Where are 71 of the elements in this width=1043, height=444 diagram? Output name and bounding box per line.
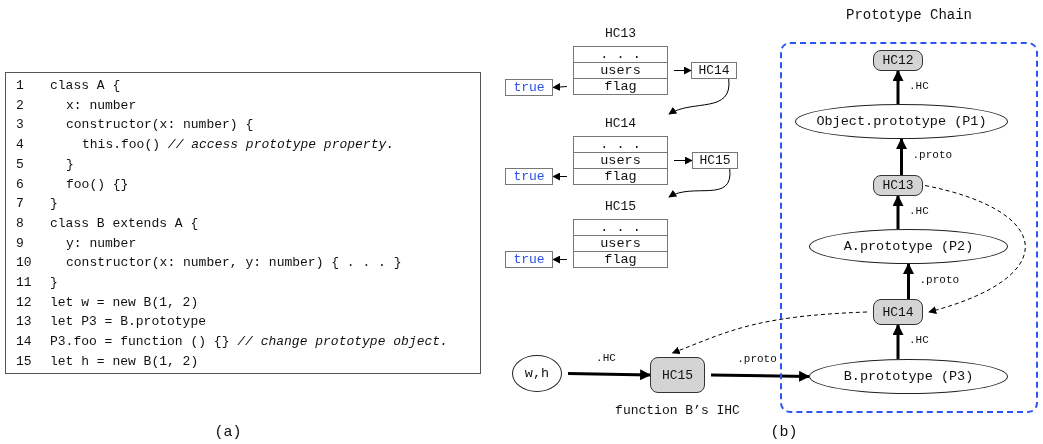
hidden-class-node: HC14: [873, 299, 923, 325]
record-heading: HC15: [603, 199, 638, 215]
code-line: constructor(x: number) {: [66, 116, 254, 135]
line-number: 3: [16, 116, 24, 135]
code-line: x: number: [66, 96, 137, 115]
reference-box: HC15: [692, 152, 738, 169]
line-number: 2: [16, 96, 24, 115]
code-line: let P3 = B.prototype: [50, 313, 207, 332]
record-heading: HC14: [603, 116, 638, 132]
arrow: [710, 370, 811, 382]
object-ellipse: Object.prototype (P1): [795, 104, 1008, 139]
hidden-class-node: HC12: [873, 50, 923, 71]
panel-label: (b): [770, 424, 798, 442]
code-line: foo() {}: [66, 175, 129, 194]
code-line: constructor(x: number, y: number) { . . . }: [66, 254, 402, 273]
arrow: [552, 83, 568, 91]
arrow: [552, 172, 568, 181]
object-ellipse: w,h: [512, 355, 562, 392]
line-number: 9: [16, 234, 24, 253]
arrow: [668, 78, 730, 115]
value-box: true: [505, 251, 553, 268]
code-line: class B extends A {: [50, 214, 199, 233]
arrow: [668, 168, 731, 198]
record-field: flag: [573, 78, 668, 95]
arrow: [903, 262, 914, 299]
value-box: true: [505, 168, 553, 185]
line-number: 8: [16, 214, 24, 233]
reference-box: HC14: [691, 62, 737, 79]
arrow: [673, 156, 693, 165]
line-number: 11: [16, 274, 32, 292]
code-line: }: [66, 155, 74, 174]
arrow: [552, 255, 568, 264]
dashed-arrow: [671, 311, 868, 355]
code-line: }: [50, 195, 58, 214]
arrow: [567, 369, 652, 381]
code-line: }: [50, 274, 58, 292]
line-number: 15: [16, 352, 32, 371]
arrow: [896, 137, 907, 175]
line-number: 4: [16, 136, 24, 155]
code-line: this.foo() // access prototype property.: [82, 136, 395, 155]
object-ellipse: A.prototype (P2): [809, 229, 1008, 264]
line-number: 5: [16, 155, 24, 174]
arrow: [892, 69, 904, 104]
code-listing-panel: [5, 72, 481, 374]
arrow: [892, 194, 904, 229]
object-ellipse: B.prototype (P3): [809, 359, 1008, 394]
line-number: 14: [16, 333, 32, 352]
panel-label: (a): [214, 424, 242, 442]
hidden-class-node: HC15: [650, 357, 705, 393]
code-line: P3.foo = function () {} // change prototype object.: [50, 333, 448, 352]
record-heading: HC13: [603, 26, 638, 42]
line-number: 10: [16, 254, 32, 273]
line-number: 1: [16, 77, 24, 95]
dashed-arrow: [924, 185, 1026, 314]
line-number: 13: [16, 313, 32, 332]
code-line: let h = new B(1, 2): [50, 352, 199, 371]
arrow: [673, 66, 692, 75]
code-line: y: number: [66, 234, 137, 253]
record-field: flag: [573, 251, 668, 268]
node-caption: function B’s IHC: [615, 403, 740, 419]
line-number: 7: [16, 195, 24, 214]
edge-label: .proto: [736, 353, 778, 366]
code-line: class A {: [50, 77, 121, 95]
line-number: 6: [16, 175, 24, 194]
line-number: 12: [16, 293, 32, 312]
hidden-class-node: HC13: [873, 175, 923, 196]
arrow: [892, 323, 904, 359]
code-line: let w = new B(1, 2): [50, 293, 199, 312]
record-field: flag: [573, 168, 668, 185]
value-box: true: [505, 79, 553, 96]
group-title: Prototype Chain: [846, 6, 972, 24]
